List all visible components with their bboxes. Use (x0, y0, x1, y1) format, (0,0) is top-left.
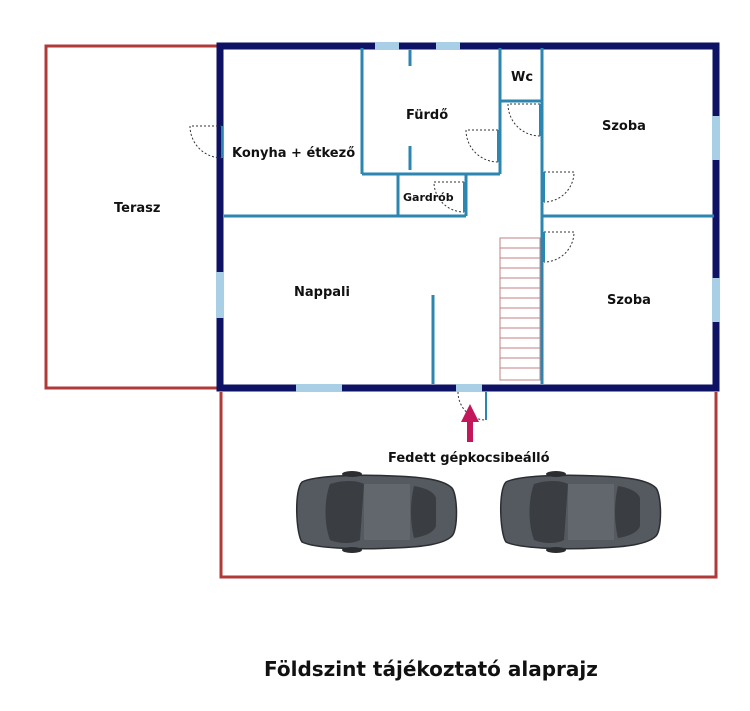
garage-outline (219, 392, 718, 579)
staircase (499, 237, 541, 381)
room-label-konyha: Konyha + étkező (232, 146, 355, 161)
window-left (216, 272, 224, 318)
room-label-nappali: Nappali (294, 285, 350, 300)
room-label-terasz: Terasz (114, 201, 160, 216)
window-top-1 (375, 42, 399, 50)
room-label-gardrob: Gardrób (403, 191, 454, 204)
terrace-outline (44, 44, 220, 390)
windows (216, 42, 720, 392)
room-label-szoba-bottom: Szoba (607, 293, 651, 308)
inner-walls (224, 48, 714, 384)
room-label-szoba-top: Szoba (602, 119, 646, 134)
window-top-2 (436, 42, 460, 50)
window-bottom (296, 384, 342, 392)
car-icon-left (295, 471, 458, 553)
entry-arrow-icon (461, 404, 479, 442)
room-label-furdo: Fürdő (406, 108, 448, 123)
plan-caption: Földszint tájékoztató alaprajz (264, 657, 598, 681)
entry-door-gap (456, 384, 482, 392)
window-right-1 (712, 116, 720, 160)
room-label-wc: Wc (511, 70, 533, 85)
door-leaves (221, 104, 545, 420)
car-icon-right (499, 471, 662, 553)
room-label-garage: Fedett gépkocsibeálló (388, 451, 550, 466)
window-right-2 (712, 278, 720, 322)
